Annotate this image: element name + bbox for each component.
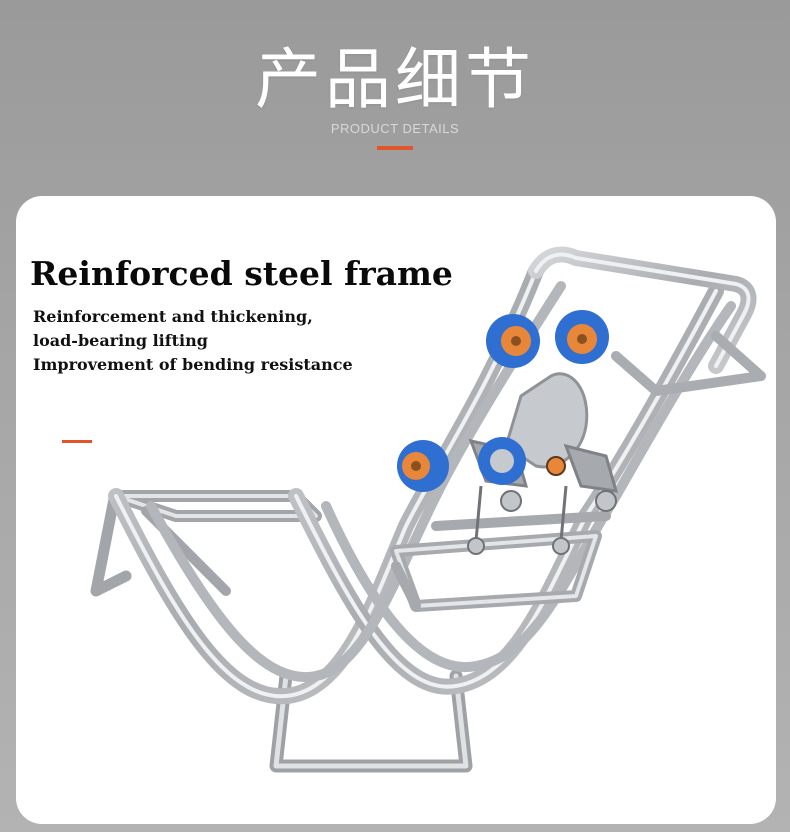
steel-frame-illustration bbox=[90, 246, 766, 773]
roller-top-right bbox=[555, 310, 609, 364]
accent-dash bbox=[62, 440, 92, 443]
title-accent-bar bbox=[377, 146, 413, 150]
roller-top-left bbox=[486, 314, 540, 368]
feature-line: Reinforcement and thickening, bbox=[33, 307, 313, 326]
section-subtitle: PRODUCT DETAILS bbox=[330, 121, 460, 136]
feature-card: Reinforced steel frame Reinforcement and… bbox=[16, 196, 776, 824]
section-title: 产品细节 bbox=[255, 41, 535, 118]
roller-mid-left bbox=[397, 440, 449, 492]
feature-line: Improvement of bending resistance bbox=[33, 355, 353, 374]
roller-mid-right bbox=[478, 437, 526, 485]
feature-headline: Reinforced steel frame bbox=[30, 254, 453, 293]
feature-line: load-bearing lifting bbox=[33, 331, 208, 350]
mechanism-plate bbox=[504, 372, 589, 469]
section-header: 产品细节 PRODUCT DETAILS bbox=[0, 0, 790, 190]
